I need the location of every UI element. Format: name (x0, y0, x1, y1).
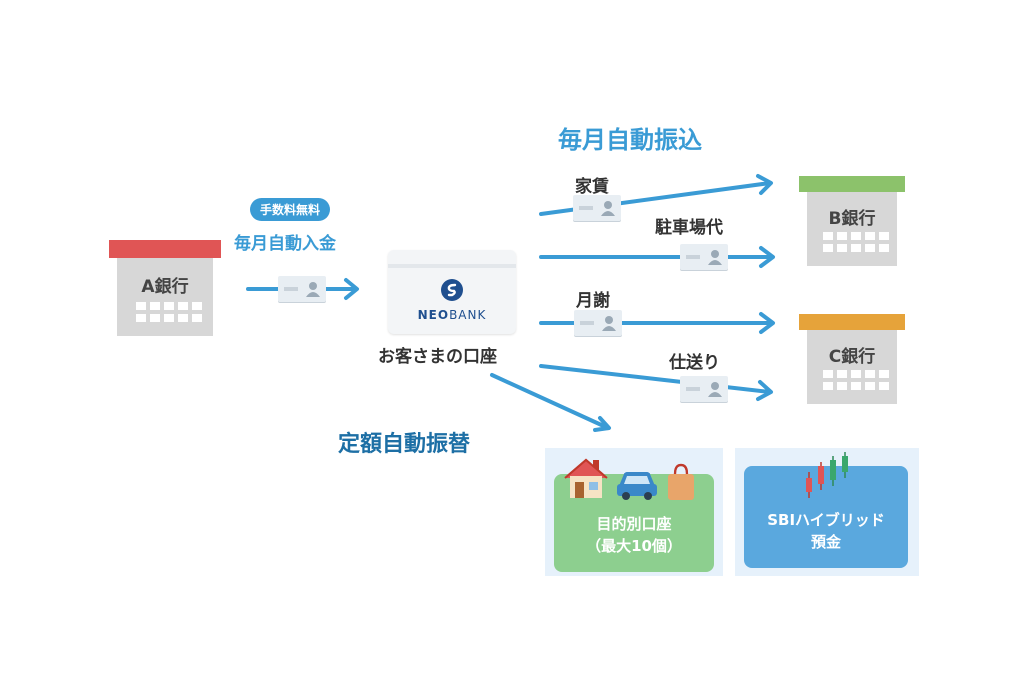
auto-transfer-title: 毎月自動振込 (558, 126, 702, 154)
bank-c-roof (799, 314, 905, 330)
hybrid-deposit-panel: SBIハイブリッド 預金 (735, 448, 919, 576)
payment-allowance-label: 仕送り (669, 353, 720, 373)
neobank-logo-text: NEOBANK (388, 308, 516, 322)
banknote-icon (573, 195, 621, 221)
bank-a: A銀行 (109, 240, 221, 336)
bank-c-name: C銀行 (828, 347, 876, 367)
bank-c-windows (823, 370, 889, 390)
logo-bold: NEO (417, 308, 450, 322)
hybrid-deposit-line1: SBIハイブリッド (767, 511, 885, 529)
purpose-account-line2: （最大10個） (586, 537, 682, 555)
arrow-fixed-transfer (490, 373, 611, 432)
bank-c: C銀行 (799, 314, 905, 404)
bank-a-name: A銀行 (141, 277, 189, 297)
bank-b-body: B銀行 (807, 192, 897, 266)
payment-tuition-label: 月謝 (576, 291, 610, 311)
purpose-account-line1: 目的別口座 (596, 515, 672, 533)
payment-rent-label: 家賃 (575, 177, 609, 197)
payment-parking-label: 駐車場代 (655, 218, 723, 238)
card-stripe (388, 264, 516, 268)
customer-account-card: NEOBANK (388, 250, 516, 334)
fee-free-badge: 手数料無料 (250, 198, 331, 221)
car-icon (617, 472, 657, 500)
arrow-parking (539, 246, 775, 268)
bank-b-name: B銀行 (828, 209, 876, 229)
bank-b-windows (823, 232, 889, 252)
purpose-account-panel: 目的別口座 （最大10個） (545, 448, 723, 576)
house-icon (564, 458, 608, 498)
candlestick-chart-icon (806, 452, 848, 498)
bank-a-body: A銀行 (117, 258, 213, 336)
bank-b: B銀行 (799, 176, 905, 266)
banknote-icon (680, 376, 728, 402)
banknote-icon (574, 310, 622, 336)
shopping-bag-icon (668, 463, 694, 500)
bank-a-roof (109, 240, 221, 258)
bank-a-windows (136, 302, 202, 322)
bank-c-body: C銀行 (807, 330, 897, 404)
hybrid-deposit-box: SBIハイブリッド 預金 (744, 466, 908, 568)
banknote-icon (680, 244, 728, 270)
auto-deposit-label: 毎月自動入金 (234, 234, 336, 254)
neobank-s-icon (441, 279, 463, 301)
banknote-icon (278, 276, 326, 302)
fixed-transfer-label: 定額自動振替 (338, 432, 471, 457)
hybrid-deposit-line2: 預金 (810, 533, 841, 551)
arrow-allowance (539, 364, 773, 401)
logo-light: BANK (449, 308, 487, 322)
bank-b-roof (799, 176, 905, 192)
customer-account-label: お客さまの口座 (378, 347, 497, 367)
